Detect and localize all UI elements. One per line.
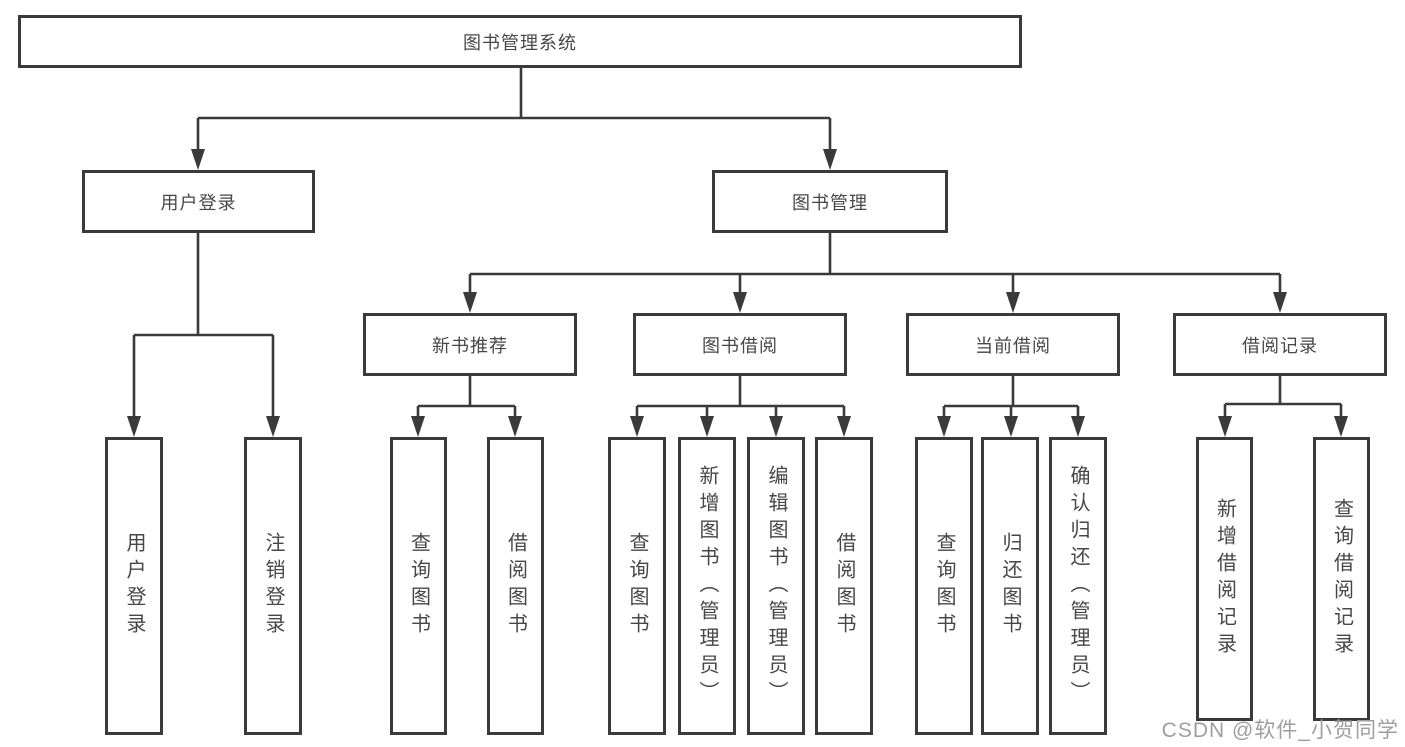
node-book-management: 图书管理 <box>712 170 948 233</box>
leaf-label: 归还图书 <box>999 532 1021 640</box>
node-label: 用户登录 <box>160 192 237 213</box>
arrowhead <box>1006 292 1020 313</box>
leaf-label: 查询图书 <box>933 532 955 640</box>
leaf-label: 注销登录 <box>262 532 284 640</box>
leaf-label: 查询借阅记录 <box>1330 498 1353 660</box>
arrowhead <box>1004 416 1018 437</box>
leaf-query-books: 查询图书 <box>390 437 447 735</box>
arrowhead <box>937 416 951 437</box>
leaf-return-books: 归还图书 <box>981 437 1039 735</box>
node-borrowing-records: 借阅记录 <box>1173 313 1387 376</box>
arrowhead <box>700 416 714 437</box>
node-label: 新书推荐 <box>432 335 508 356</box>
arrowhead <box>266 416 280 437</box>
arrowhead <box>1071 416 1085 437</box>
node-new-book-recommend: 新书推荐 <box>363 313 577 376</box>
leaf-add-borrow-record: 新增借阅记录 <box>1196 437 1253 721</box>
node-library-system: 图书管理系统 <box>18 15 1022 68</box>
leaf-add-book-admin: 新增图书（管理员） <box>678 437 736 735</box>
node-label: 图书借阅 <box>702 335 778 356</box>
node-current-borrowing: 当前借阅 <box>906 313 1120 376</box>
node-label: 图书管理 <box>792 192 868 213</box>
leaf-confirm-return-admin: 确认归还（管理员） <box>1049 437 1107 735</box>
node-book-borrowing: 图书借阅 <box>633 313 847 376</box>
arrowhead <box>1334 416 1348 437</box>
leaf-label: 确认归还（管理员） <box>1067 464 1089 708</box>
leaf-label: 借阅图书 <box>504 532 527 640</box>
leaf-label: 新增图书（管理员） <box>696 464 718 708</box>
leaf-label: 查询图书 <box>407 532 430 640</box>
leaf-query-books: 查询图书 <box>915 437 973 735</box>
leaf-label: 用户登录 <box>123 532 145 640</box>
arrowhead <box>733 292 747 313</box>
arrowhead <box>1218 416 1232 437</box>
arrowhead <box>411 416 425 437</box>
leaf-label: 编辑图书（管理员） <box>765 464 787 708</box>
arrowhead <box>630 416 644 437</box>
leaf-logout: 注销登录 <box>244 437 302 735</box>
leaf-borrow-books: 借阅图书 <box>815 437 873 735</box>
arrowhead <box>191 149 205 170</box>
leaf-label: 新增借阅记录 <box>1213 498 1236 660</box>
arrowhead <box>127 416 141 437</box>
arrowhead <box>837 416 851 437</box>
arrowhead <box>463 292 477 313</box>
leaf-user-login: 用户登录 <box>105 437 163 735</box>
arrowhead <box>769 416 783 437</box>
leaf-borrow-books: 借阅图书 <box>487 437 544 735</box>
node-user-login-branch: 用户登录 <box>82 170 315 233</box>
leaf-query-borrow-record: 查询借阅记录 <box>1313 437 1370 721</box>
arrowhead <box>823 149 837 170</box>
csdn-watermark: CSDN @软件_小贺同学 <box>1161 719 1399 742</box>
arrowhead <box>1273 292 1287 313</box>
leaf-label: 借阅图书 <box>833 532 855 640</box>
arrowhead <box>508 416 522 437</box>
leaf-edit-book-admin: 编辑图书（管理员） <box>747 437 805 735</box>
leaf-label: 查询图书 <box>626 532 648 640</box>
node-label: 图书管理系统 <box>463 32 577 53</box>
node-label: 借阅记录 <box>1242 335 1318 356</box>
leaf-query-books: 查询图书 <box>608 437 666 735</box>
node-label: 当前借阅 <box>975 335 1051 356</box>
